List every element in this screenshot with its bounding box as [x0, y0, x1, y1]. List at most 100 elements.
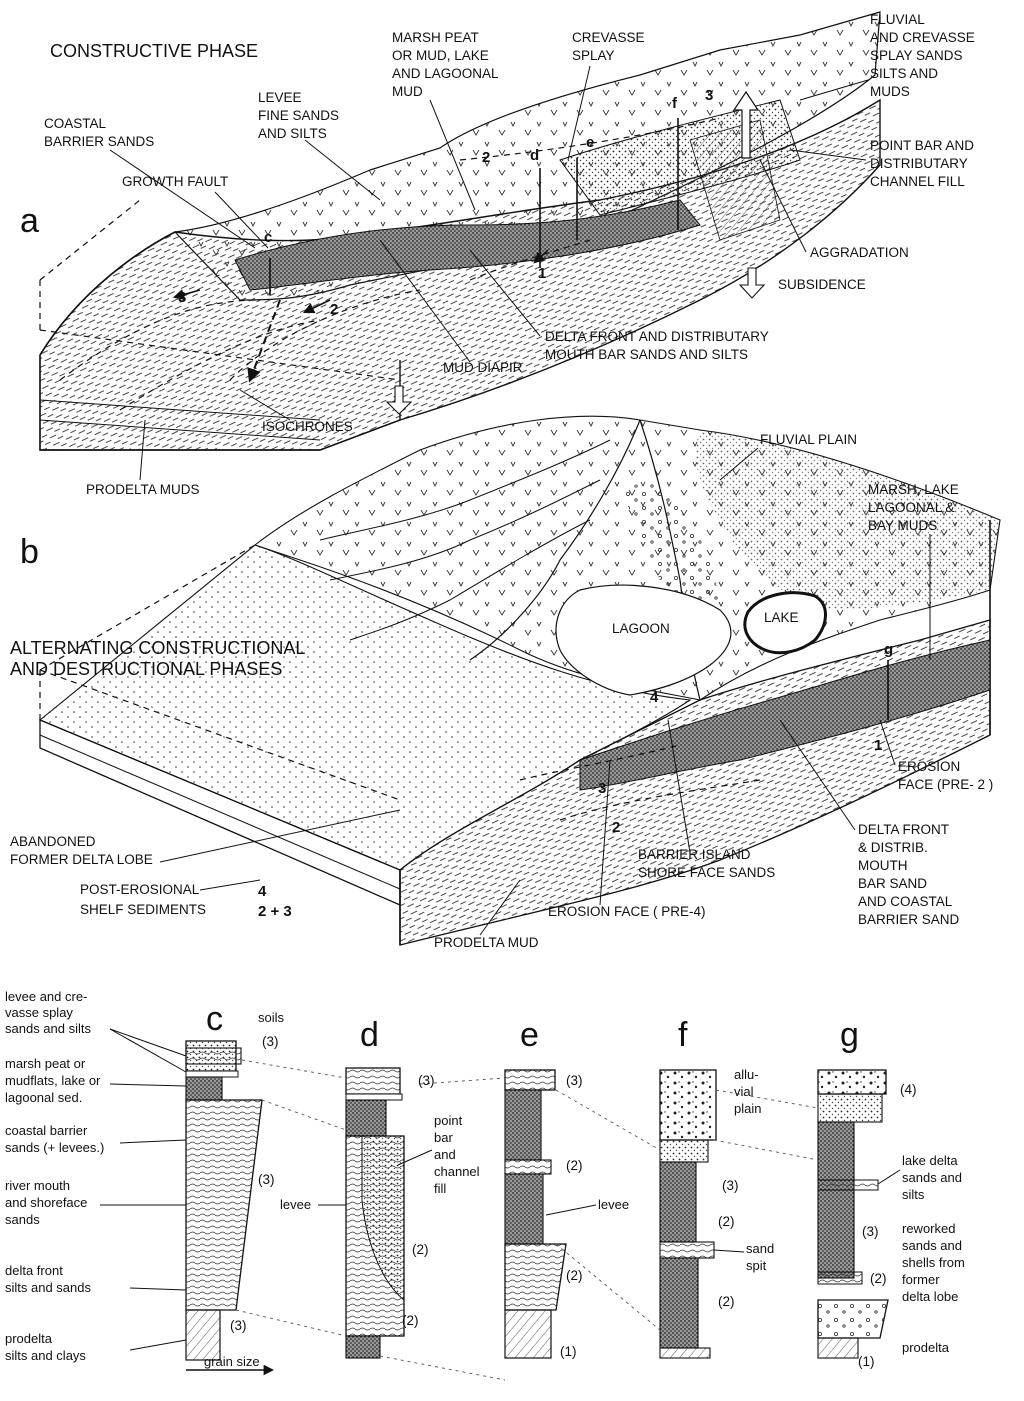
- e-label-3: (3): [566, 1073, 583, 1088]
- d-levee-label: levee: [280, 1197, 311, 1212]
- grain-size-label: grain size: [204, 1354, 260, 1369]
- d-label-3: (3): [418, 1073, 435, 1088]
- c-left-4c: sands: [5, 1212, 40, 1227]
- number-2-a-upper: 2: [482, 149, 490, 166]
- d-label-2a: (2): [412, 1242, 429, 1257]
- delta-front-b-label-4: BAR SAND: [858, 876, 927, 891]
- panel-b-letter: b: [20, 533, 39, 571]
- e-label-2a: (2): [566, 1158, 583, 1173]
- c-left-4b: and shoreface: [5, 1195, 87, 1210]
- post-erosional-label-2: SHELF SEDIMENTS: [80, 902, 206, 917]
- f-label-2a: (2): [718, 1214, 735, 1229]
- marsh-peat-label-1: MARSH PEAT: [392, 30, 479, 45]
- e-levee-label: levee: [598, 1197, 629, 1212]
- panel-a-title: CONSTRUCTIVE PHASE: [50, 41, 258, 61]
- fluvial-plain-label: FLUVIAL PLAIN: [760, 432, 857, 447]
- section-letter-g: g: [884, 641, 893, 658]
- delta-front-b-label-6: BARRIER SAND: [858, 912, 960, 927]
- g-lake-delta-1: lake delta: [902, 1153, 958, 1168]
- panel-a-labels: a CONSTRUCTIVE PHASE MARSH PEAT OR MUD, …: [20, 12, 975, 497]
- column-f-letter: f: [678, 1016, 688, 1054]
- e-label-2b: (2): [566, 1268, 583, 1283]
- c-left-1a: levee and cre-: [5, 989, 87, 1004]
- number-4-shelf: 4: [258, 883, 267, 900]
- fluvial-label-3: SPLAY SANDS: [870, 48, 963, 63]
- number-1-b: 1: [874, 737, 882, 754]
- delta-front-label-1: DELTA FRONT AND DISTRIBUTARY: [545, 329, 769, 344]
- c-left-1c: sands and silts: [5, 1021, 91, 1036]
- column-d: [345, 1067, 405, 1359]
- panel-b-title-2: AND DESTRUCTIONAL PHASES: [10, 659, 282, 679]
- fluvial-label-4: SILTS AND: [870, 66, 938, 81]
- c-left-2a: marsh peat or: [5, 1056, 86, 1071]
- column-e-letter: e: [520, 1016, 539, 1054]
- c-label-3b: (3): [258, 1172, 275, 1187]
- column-c-letter: c: [206, 1000, 223, 1038]
- g-reworked-1: reworked: [902, 1221, 955, 1236]
- column-labels: c d e f g levee and cre- vasse splay san…: [5, 989, 965, 1369]
- section-letter-e: e: [586, 134, 594, 151]
- erosion-face-pre4-label: EROSION FACE ( PRE-4): [548, 904, 706, 919]
- prodelta-mud-label: PRODELTA MUD: [434, 935, 539, 950]
- section-letter-c: c: [264, 229, 272, 246]
- c-left-5b: silts and sands: [5, 1280, 91, 1295]
- g-label-3: (3): [862, 1224, 879, 1239]
- panel-b-labels: b ALTERNATING CONSTRUCTIONAL AND DESTRUC…: [10, 432, 993, 950]
- g-label-2: (2): [870, 1271, 887, 1286]
- c-left-5a: delta front: [5, 1263, 63, 1278]
- column-d-letter: d: [360, 1016, 379, 1054]
- number-3-b: 3: [598, 780, 606, 797]
- column-c: [185, 1040, 275, 1376]
- g-reworked-3: shells from: [902, 1255, 965, 1270]
- fluvial-label-5: MUDS: [870, 84, 910, 99]
- column-sections: [185, 1040, 889, 1381]
- number-2-a-lower: 2: [330, 301, 338, 318]
- post-erosional-label-1: POST-EROSIONAL: [80, 882, 200, 897]
- marsh-peat-label-3: AND LAGOONAL: [392, 66, 499, 81]
- d-point-bar-1: point: [434, 1113, 463, 1128]
- fluvial-label-1: FLUVIAL: [870, 12, 925, 27]
- number-2-b: 2: [612, 819, 620, 836]
- aggradation-label: AGGRADATION: [810, 245, 909, 260]
- growth-fault-label: GROWTH FAULT: [122, 174, 228, 189]
- g-lake-delta-2: sands and: [902, 1170, 962, 1185]
- delta-front-b-label-1: DELTA FRONT: [858, 822, 949, 837]
- number-2-3-shelf: 2 + 3: [258, 903, 292, 920]
- f-alluvial-2: vial: [734, 1084, 754, 1099]
- c-left-3a: coastal barrier: [5, 1123, 88, 1138]
- c-left-2c: lagoonal sed.: [5, 1090, 82, 1105]
- marsh-peat-label-2: OR MUD, LAKE: [392, 48, 489, 63]
- panel-b-title-1: ALTERNATING CONSTRUCTIONAL: [10, 638, 305, 658]
- number-1-a: 1: [538, 265, 546, 282]
- f-alluvial-1: allu-: [734, 1067, 759, 1082]
- abandoned-label-2: FORMER DELTA LOBE: [10, 852, 153, 867]
- mud-diapir-label: MUD DIAPIR: [443, 360, 523, 375]
- erosion-face-pre2-label-2: FACE (PRE- 2 ): [898, 777, 993, 792]
- d-point-bar-3: and: [434, 1147, 456, 1162]
- c-left-2b: mudflats, lake or: [5, 1073, 101, 1088]
- g-prodelta: prodelta: [902, 1340, 950, 1355]
- crevasse-splay-label-1: CREVASSE: [572, 30, 645, 45]
- f-sand-spit-1: sand: [746, 1241, 774, 1256]
- isochrones-label: ISOCHRONES: [262, 419, 353, 434]
- g-lake-delta-3: silts: [902, 1187, 925, 1202]
- lake-label: LAKE: [764, 610, 799, 625]
- number-4-b: 4: [650, 689, 659, 706]
- c-left-6b: silts and clays: [5, 1348, 86, 1363]
- e-label-1: (1): [560, 1344, 577, 1359]
- c-soils-label: soils: [258, 1010, 285, 1025]
- c-left-4a: river mouth: [5, 1178, 70, 1193]
- levee-label-2: FINE SANDS: [258, 108, 339, 123]
- section-letter-f: f: [672, 95, 678, 112]
- marsh-lake-label-1: MARSH, LAKE: [868, 482, 959, 497]
- c-left-6a: prodelta: [5, 1331, 53, 1346]
- f-label-3: (3): [722, 1178, 739, 1193]
- marsh-lake-label-2: LAGOONAL &: [868, 500, 955, 515]
- point-bar-label-2: DISTRIBUTARY: [870, 156, 968, 171]
- marsh-lake-label-3: BAY MUDS: [868, 518, 937, 533]
- fluvial-label-2: AND CREVASSE: [870, 30, 975, 45]
- g-reworked-2: sands and: [902, 1238, 962, 1253]
- f-label-2b: (2): [718, 1294, 735, 1309]
- number-3-a-upper: 3: [705, 87, 713, 104]
- column-g: [817, 1069, 889, 1359]
